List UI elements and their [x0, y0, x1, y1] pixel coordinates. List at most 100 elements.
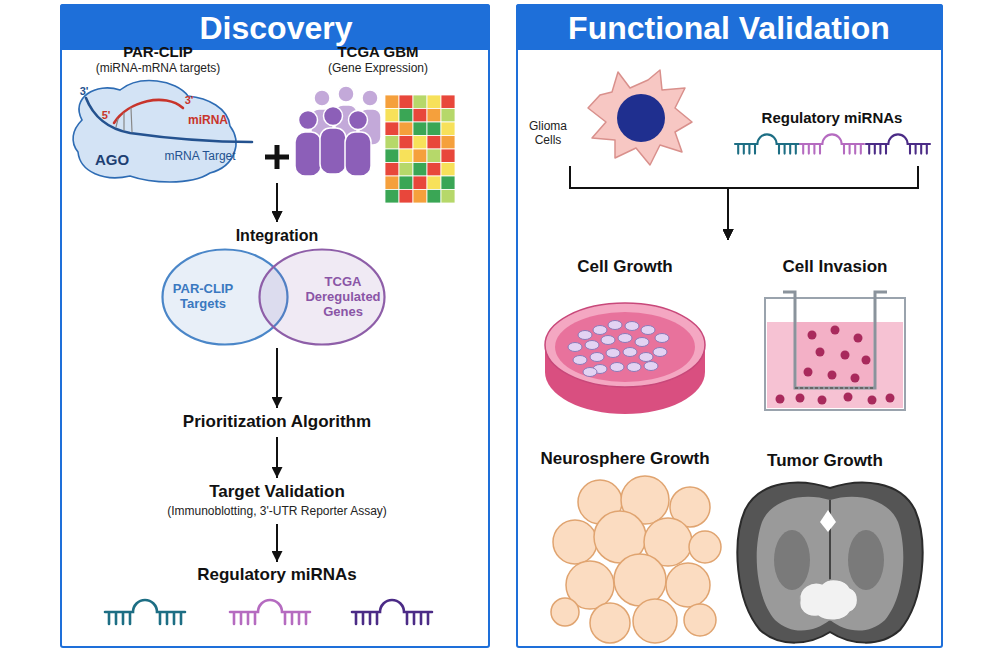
node-title: Integration — [177, 227, 377, 245]
petri-dish — [578, 331, 592, 340]
expression-heatmap — [441, 163, 455, 177]
patient-icons — [320, 128, 346, 174]
expression-heatmap — [441, 149, 455, 163]
flow-arrow — [728, 166, 918, 240]
petri-dish — [555, 312, 695, 382]
neurosphere — [670, 487, 710, 527]
expression-heatmap — [385, 95, 399, 109]
patient-icons — [295, 86, 381, 176]
transwell-chamber — [776, 326, 895, 405]
venn-circle: TCGA Deregulated Genes — [258, 248, 386, 346]
transwell-chamber — [854, 334, 863, 343]
process-step: Prioritization Algorithm — [160, 408, 394, 437]
expression-heatmap — [413, 149, 427, 163]
petri-dish — [573, 356, 587, 365]
expression-heatmap — [427, 109, 441, 123]
node-title: Target Validation — [122, 482, 432, 502]
petri-dish — [601, 336, 615, 345]
petri-dish — [606, 349, 620, 358]
transwell-chamber — [862, 356, 871, 365]
panel: DiscoveryPAR-CLIP(miRNA-mRNA targets)TCG… — [60, 4, 490, 648]
node-title: TCGA GBM — [293, 43, 463, 60]
patient-icons — [349, 111, 368, 130]
rna-strands — [114, 100, 183, 123]
expression-heatmap — [441, 95, 455, 109]
flow-arrow — [728, 166, 918, 240]
node-subtitle: (miRNA-mRNA targets) — [68, 62, 248, 76]
expression-heatmap — [385, 149, 399, 163]
transwell-chamber — [851, 374, 860, 383]
expression-heatmap — [427, 149, 441, 163]
transwell-chamber — [804, 368, 813, 377]
flow-arrow — [276, 437, 278, 478]
input-item: Glioma Cells — [524, 70, 695, 166]
expression-heatmap — [385, 190, 399, 204]
petri-dish — [641, 326, 655, 335]
flow-arrow — [570, 166, 728, 240]
expression-heatmap — [427, 95, 441, 109]
expression-heatmap — [399, 190, 413, 204]
petri-dish — [590, 353, 604, 362]
petri-dish — [608, 321, 622, 330]
neurosphere — [684, 604, 716, 636]
expression-heatmap — [413, 163, 427, 177]
expression-heatmap — [427, 122, 441, 136]
mirna-icons — [105, 600, 185, 624]
node-title: Cell Growth — [525, 257, 725, 277]
petri-dish — [610, 363, 624, 372]
patient-icons — [345, 132, 371, 176]
expression-heatmap — [385, 136, 399, 150]
transwell-chamber — [841, 351, 850, 360]
expression-heatmap — [441, 190, 455, 204]
node-title: Cell Invasion — [735, 257, 935, 277]
transwell-chamber — [795, 387, 875, 389]
patient-icons — [324, 107, 343, 126]
plus-symbol — [275, 145, 280, 169]
petri-dish — [655, 334, 669, 343]
expression-heatmap — [399, 176, 413, 190]
neurosphere — [666, 563, 710, 607]
venn-outline — [260, 250, 385, 345]
expression-heatmap — [413, 190, 427, 204]
assay-panel: Neurosphere Growth — [525, 440, 728, 645]
mirna-icons — [735, 134, 799, 153]
transwell-chamber — [844, 393, 853, 402]
brain-section — [774, 530, 810, 590]
transwell-chamber — [797, 322, 873, 386]
expression-heatmap — [441, 122, 455, 136]
mirna-icons — [866, 134, 930, 153]
rna-strands — [86, 98, 252, 142]
neurosphere — [590, 603, 630, 643]
neurosphere — [578, 480, 622, 524]
node-title: PAR-CLIP Targets — [162, 282, 244, 312]
petri-dish — [627, 363, 641, 372]
petri-dish — [568, 343, 582, 352]
neurosphere — [633, 599, 677, 643]
expression-heatmap — [385, 122, 399, 136]
expression-heatmap — [399, 163, 413, 177]
expression-heatmap — [399, 122, 413, 136]
transwell-chamber — [776, 395, 785, 404]
brain-section — [737, 483, 922, 643]
neurosphere — [566, 561, 614, 609]
input-item: Regulatory miRNAs — [730, 103, 935, 166]
mirna-icons — [800, 134, 864, 153]
petri-dish — [593, 326, 607, 335]
expression-heatmap — [413, 122, 427, 136]
expression-heatmap — [441, 176, 455, 190]
patient-icons — [299, 111, 318, 130]
method-block: TCGA GBM(Gene Expression) — [277, 40, 462, 207]
transwell-chamber — [868, 396, 877, 405]
neurosphere — [689, 531, 721, 563]
brain-section — [848, 530, 884, 590]
assay-panel: Tumor Growth — [728, 440, 935, 645]
transwell-chamber — [808, 331, 817, 340]
glioma-cell — [588, 70, 692, 165]
petri-dish — [625, 322, 639, 331]
petri-dish — [545, 303, 705, 414]
transwell-chamber — [765, 298, 905, 410]
assay-panel: Cell Invasion — [728, 240, 935, 425]
expression-heatmap — [385, 176, 399, 190]
node-title: Tumor Growth — [730, 451, 920, 471]
